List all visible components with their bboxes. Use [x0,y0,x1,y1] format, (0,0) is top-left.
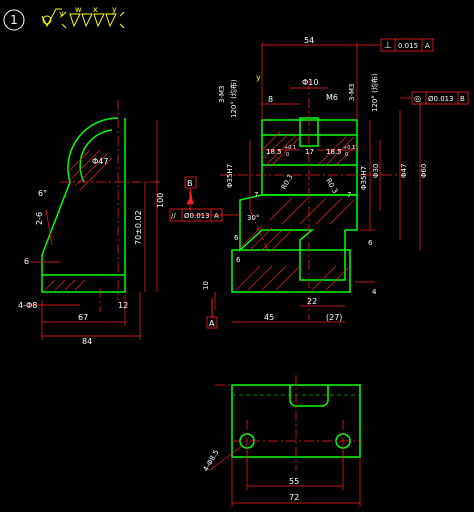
datum-b-marker: B [184,176,197,205]
dim-6-a: 6 [234,234,239,242]
dim-phi47-left: Φ47 [92,157,108,166]
tol-b-upper: +0.1 [343,145,355,151]
dim-holes-left: 4-Φ8 [18,301,37,310]
dim-10: 10 [202,281,210,290]
header: 1 y w x y [3,5,125,31]
left-view-centerlines [60,100,160,312]
dim-22: 22 [307,297,317,306]
tol-perp-value: 0.015 [398,42,418,50]
left-view-outline [41,117,126,293]
datum-a-label: A [209,319,215,328]
dim-30deg: 30° [247,214,259,222]
datum-a-marker: A [206,300,218,329]
paren-right-icon [119,11,125,29]
tol-perp-datum: A [425,42,430,50]
roughness-triangle-icon [93,13,105,28]
parallel-icon: // [171,212,176,220]
roughness-label: y [112,5,117,14]
tolerance-parallelism: // Ø0.013 A [169,208,223,222]
dim-12: 12 [118,301,128,310]
dim-4: 4 [372,288,377,296]
perpendicular-icon: ⊥ [384,41,392,51]
paren-left-icon [61,11,67,29]
tol-a-lower: 0 [286,152,289,158]
front-view-outline [231,117,358,293]
dim-17: 17 [305,148,314,156]
dim-6-b: 6 [236,256,241,264]
thread-left-note: 120° (均布) [229,79,238,118]
thread-left: 3-M3 [218,86,226,103]
roughness-label: x [93,5,98,14]
left-view: Φ47 100 70±0.02 67 84 6° 2-6 6 4-Φ8 12 [18,100,165,346]
dim-7-b: 7 [347,191,351,199]
dim-67: 67 [78,313,88,322]
bottom-view: 4-Φ8.5 55 72 [202,375,362,507]
roughness-triangle-icon [105,13,117,28]
roughness-symbols [41,8,125,29]
tolerance-perpendicularity: ⊥ 0.015 A [380,38,434,52]
dim-m6: M6 [326,93,338,102]
roughness-y-mark: y [256,73,261,82]
concentricity-icon: ◎ [414,94,421,103]
bottom-view-centerlines [215,375,362,470]
tolerance-concentricity: ◎ Ø0.013 B [411,91,469,105]
dim-phi35h7-right: Φ35H7 [360,166,368,190]
dim-7-a: 7 [254,191,258,199]
tol-par-value: Ø0.013 [184,212,210,220]
dim-55: 55 [289,477,299,486]
thread-right: 3-M3 [348,84,356,101]
dim-2-6: 2-6 [35,212,44,225]
dim-100: 100 [156,193,165,208]
dim-72: 72 [289,493,299,502]
dim-27: (27) [326,313,342,322]
roughness-label: y [59,9,64,18]
dim-phi35h7-left: Φ35H7 [226,164,234,188]
dim-18-5-b: 18.5 [326,148,342,156]
dim-54: 54 [304,36,314,45]
left-view-hatch [44,149,113,291]
dim-84: 84 [82,337,92,346]
front-view-hatch [235,131,358,291]
dim-phi10: Φ10 [302,78,318,87]
tol-conc-datum: B [460,95,465,103]
item-number-circle [3,9,25,31]
dim-70: 70±0.02 [134,210,143,245]
tol-a-upper: +0.1 [284,145,296,151]
thread-right-note: 120° (均布) [370,73,379,112]
dim-angle6: 6° [38,189,47,198]
item-number: 1 [10,13,18,27]
left-view-dimlines [30,120,158,340]
roughness-check-icon [41,8,62,28]
dim-8: 8 [268,95,273,104]
roughness-triangle-icon [81,13,93,28]
dim-6-left: 6 [24,257,29,266]
roughness-triangle-icon [69,13,81,28]
front-view-dimlines [189,42,421,323]
datum-b-label: B [187,179,193,188]
dim-phi60: Φ60 [420,164,428,178]
roughness-circle-icon [42,15,52,25]
dim-phi30: Φ30 [372,164,380,178]
dim-phi47-front: Φ47 [400,164,408,178]
tol-par-datum: A [214,212,219,220]
roughness-label: w [75,5,82,14]
tol-conc-value: Ø0.013 [428,95,454,103]
dim-45: 45 [264,313,274,322]
bottom-view-dimlines [209,445,361,507]
dim-6-c: 6 [368,239,373,247]
dim-18-5-a: 18.5 [266,148,282,156]
tol-b-lower: 0 [345,152,348,158]
